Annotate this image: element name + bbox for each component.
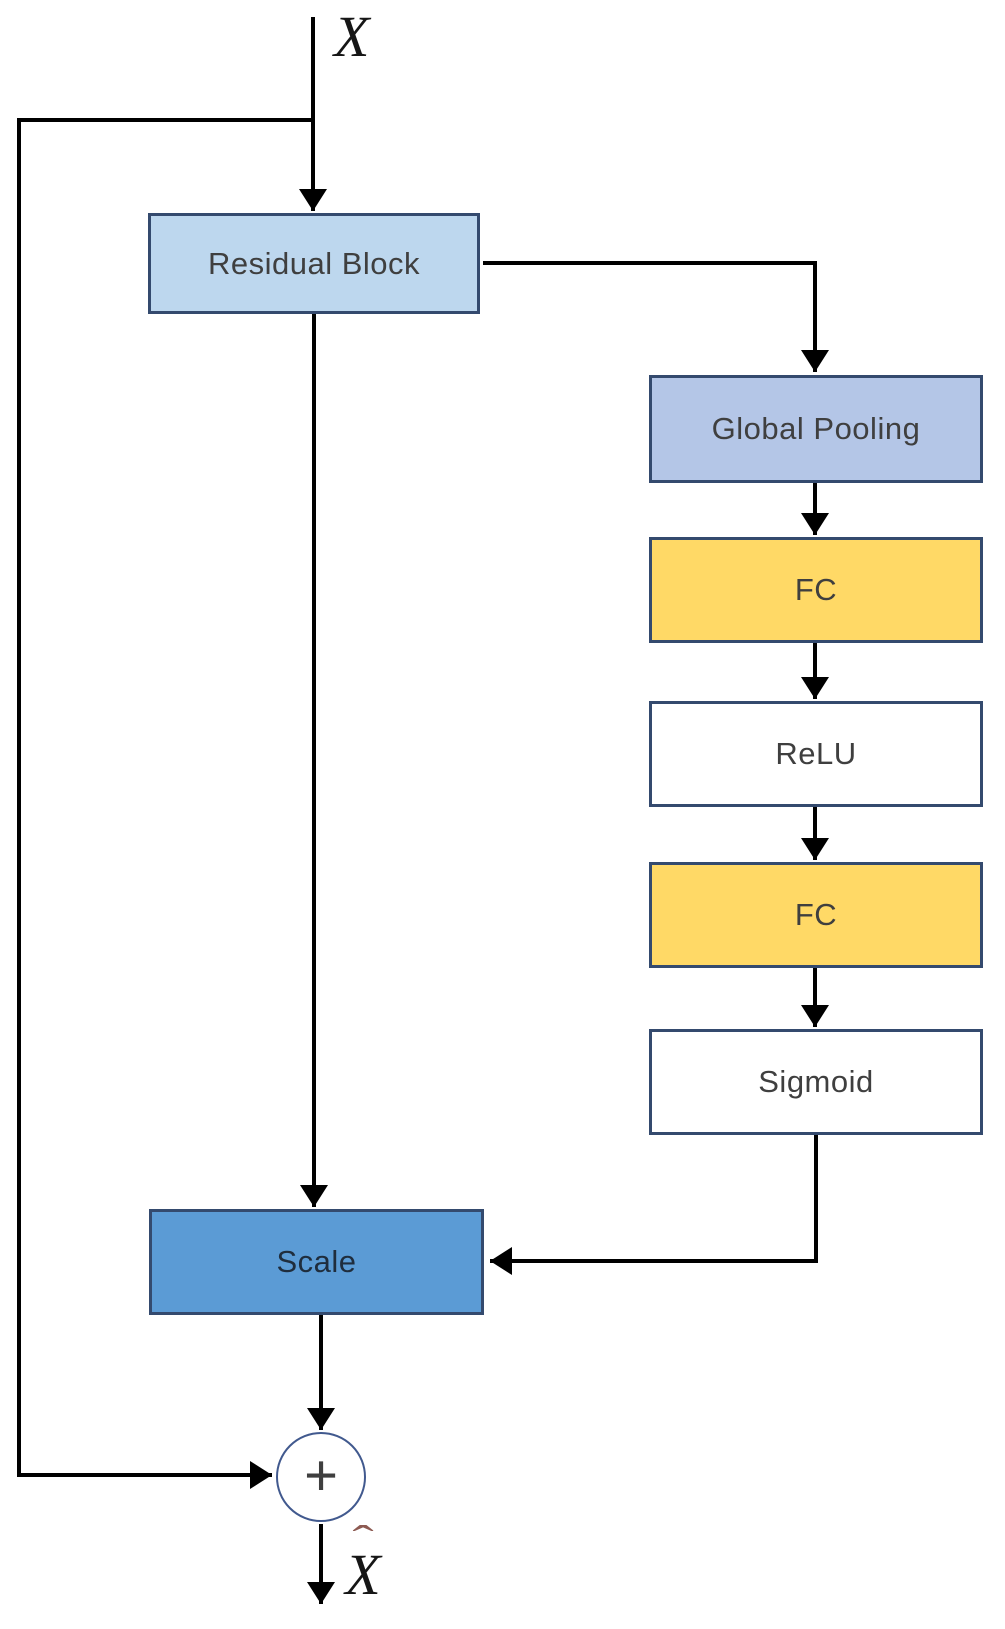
node-sigmoid-label: Sigmoid	[758, 1064, 874, 1099]
edge-skip-connection	[17, 118, 313, 1489]
node-fc-2: FC	[649, 862, 983, 968]
node-scale: Scale	[149, 1209, 484, 1315]
node-relu-label: ReLU	[775, 736, 857, 771]
node-global-pooling-label: Global Pooling	[711, 411, 921, 446]
node-residual-block-label: Residual Block	[207, 245, 421, 281]
plus-icon: +	[304, 1442, 338, 1508]
node-fc-1: FC	[649, 537, 983, 643]
node-fc-2-label: FC	[794, 897, 838, 932]
sum-junction: +	[276, 1432, 366, 1522]
output-label-base: X	[345, 1542, 381, 1607]
node-sigmoid: Sigmoid	[649, 1029, 983, 1135]
node-fc-1-label: FC	[794, 572, 838, 607]
node-scale-label: Scale	[276, 1244, 357, 1279]
output-label: ˆ X	[327, 1520, 399, 1607]
node-relu: ReLU	[649, 701, 983, 807]
node-global-pooling: Global Pooling	[649, 375, 983, 483]
edge-residual-to-pooling	[483, 261, 829, 372]
edge-sigmoid-to-scale	[490, 1135, 818, 1275]
output-label-hat: ˆ	[352, 1517, 374, 1562]
input-label: X	[334, 4, 370, 69]
node-residual-block: Residual Block	[148, 213, 480, 314]
